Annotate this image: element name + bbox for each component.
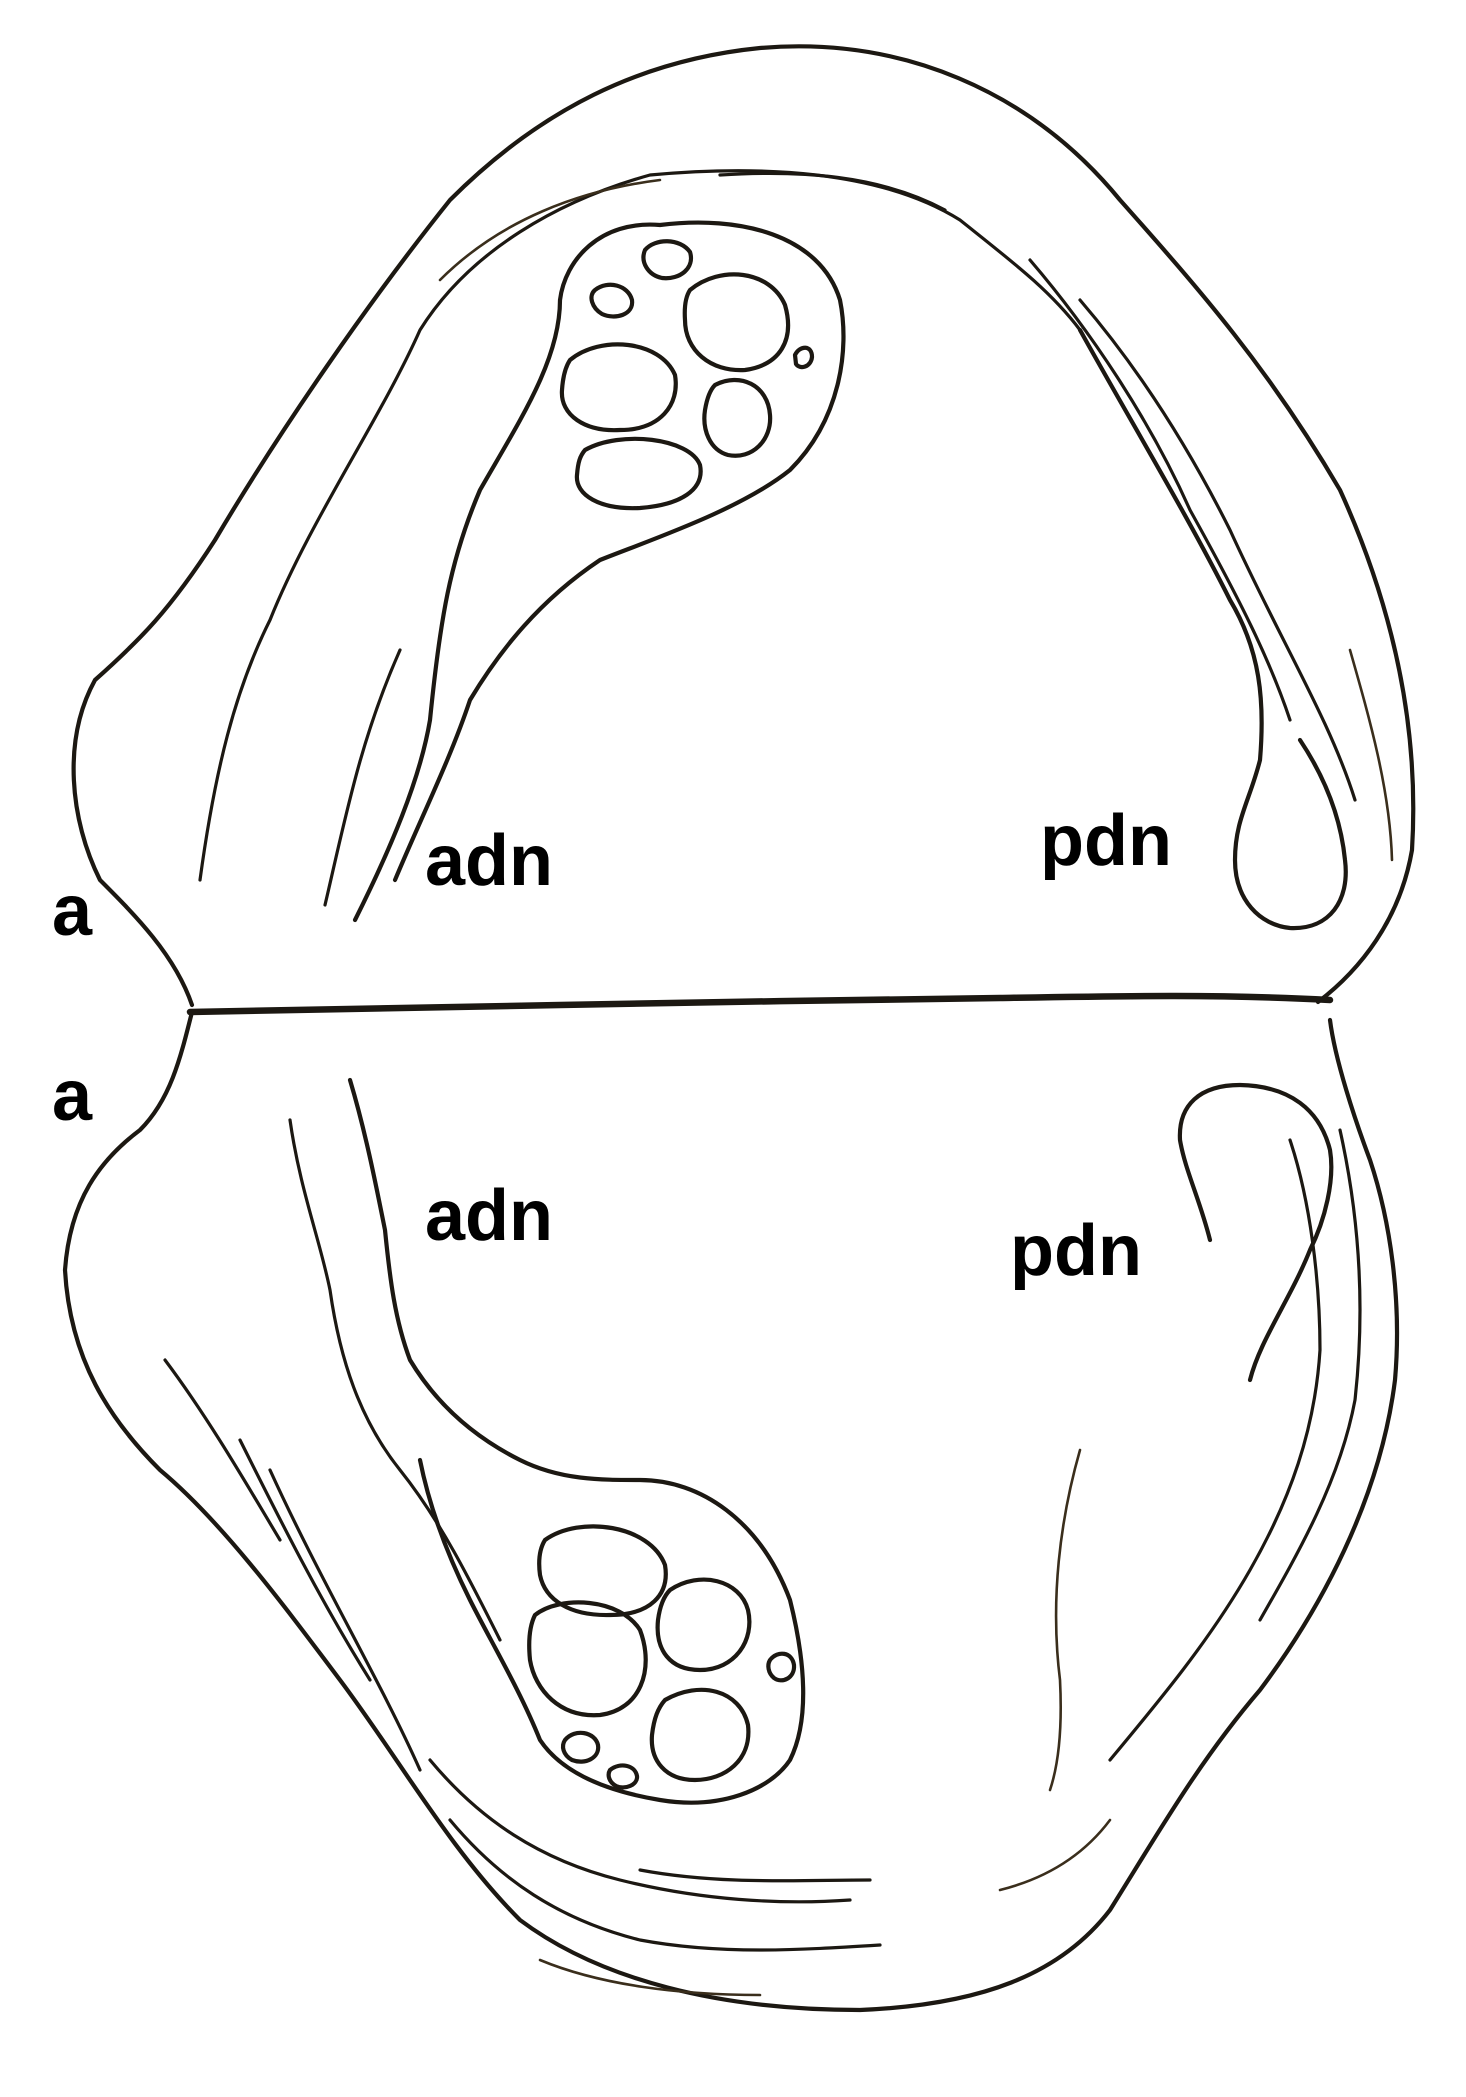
bottom-section [62, 1009, 1400, 2013]
bottom-inner-contour [268, 1468, 422, 1772]
bottom-inner-contour [163, 1358, 282, 1542]
top-nerve-cells [559, 239, 815, 511]
bottom-inner-contour [238, 1438, 372, 1682]
top-pdn-nerve [1077, 327, 1348, 931]
bottom-inner-contour [288, 1118, 502, 1642]
top-inner-contour [198, 169, 1082, 882]
label-bottom-pdn: pdn [1010, 1211, 1142, 1291]
bottom-nerve-cells [527, 1524, 797, 1790]
label-top-a: a [52, 871, 93, 951]
top-section [71, 44, 1416, 1016]
top-adn-nerve [352, 220, 846, 923]
top-inner-contour [718, 171, 947, 212]
label-bottom-a: a [52, 1056, 93, 1136]
top-inner-contour [323, 648, 402, 907]
label-top-pdn: pdn [1040, 801, 1172, 881]
bottom-inner-contour [1258, 1128, 1362, 1622]
label-bottom-adn: adn [425, 1176, 553, 1256]
bottom-inner-contour [638, 1868, 872, 1883]
top-inner-contour [1078, 298, 1357, 802]
bottom-inner-contour [538, 1958, 762, 1997]
bottom-inner-contour [1048, 1448, 1082, 1792]
bottom-pdn-nerve [1177, 1082, 1334, 1383]
top-outer-outline [71, 44, 1416, 1008]
septum-line [186, 992, 1334, 1016]
bottom-inner-contour [428, 1758, 852, 1904]
bottom-outer-outline [62, 1009, 1400, 2013]
top-inner-contour [438, 178, 662, 282]
label-top-adn: adn [425, 821, 553, 901]
top-inner-contour [1028, 258, 1292, 722]
bottom-inner-contour [448, 1818, 882, 1952]
labels: a adn pdn a adn pdn [52, 801, 1172, 1291]
bottom-inner-contour [998, 1818, 1112, 1892]
top-inner-contour [1348, 648, 1394, 862]
bottom-adn-nerve [347, 1077, 806, 1805]
